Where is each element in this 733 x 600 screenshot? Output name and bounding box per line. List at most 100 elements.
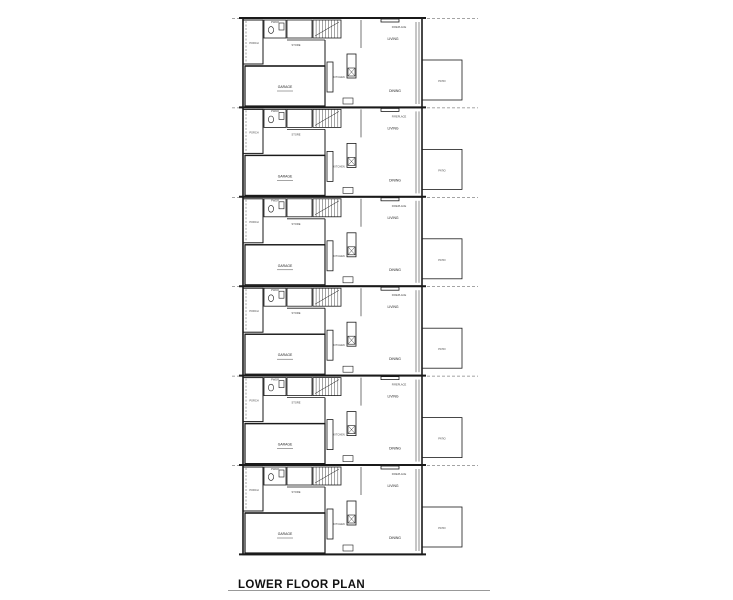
- entry-closet: [286, 109, 313, 128]
- kitchen-label: KITCHEN: [333, 164, 345, 168]
- sink-fixture: [342, 455, 354, 462]
- kitchen-counter: [326, 508, 334, 540]
- stair-run: [312, 109, 342, 128]
- porch-area: [242, 198, 264, 244]
- kitchen-counter: [326, 240, 334, 272]
- sink-fixture: [342, 97, 354, 105]
- toilet-fixture: [268, 473, 274, 481]
- fireplace-label: FIREPLACE: [392, 383, 407, 387]
- range-fixture: [347, 246, 356, 256]
- unit-outer-wall: [242, 285, 423, 377]
- kitchen-island: [346, 232, 357, 258]
- patio-label: PATIO: [438, 258, 445, 262]
- entry-closet: [286, 198, 313, 218]
- title-underline: [228, 590, 490, 591]
- powder-room: [263, 198, 287, 218]
- patio: [421, 238, 463, 280]
- porch-label: PORCH: [249, 399, 258, 403]
- unit-outer-wall: [242, 374, 423, 466]
- unit-2: PORCHPWDRSTOREGARAGEKITCHENLIVINGFIREPLA…: [232, 106, 478, 198]
- range-fixture: [347, 335, 356, 345]
- fireplace-label: FIREPLACE: [392, 204, 407, 208]
- range-fixture: [347, 425, 356, 434]
- fireplace-label: FIREPLACE: [392, 114, 407, 118]
- vanity-fixture: [278, 290, 285, 299]
- dining-label: DINING: [389, 89, 401, 93]
- living-label: LIVING: [387, 216, 398, 220]
- toilet-fixture: [268, 294, 274, 302]
- unit-6: PORCHPWDRSTOREGARAGEKITCHENLIVINGFIREPLA…: [232, 464, 478, 556]
- vanity-fixture: [278, 22, 285, 31]
- stair-arrow: [314, 200, 340, 216]
- dining-label: DINING: [389, 178, 401, 182]
- unit-1: PORCHPWDRSTOREGARAGEKITCHENLIVINGFIREPLA…: [232, 17, 478, 109]
- unit-outer-wall: [242, 17, 423, 109]
- porch-label: PORCH: [249, 220, 258, 224]
- living-label: LIVING: [387, 305, 398, 309]
- patio-label: PATIO: [438, 79, 445, 83]
- range-x: [347, 514, 356, 524]
- porch-area: [242, 19, 264, 65]
- powder-room: [263, 377, 287, 397]
- stair-run: [312, 19, 342, 39]
- stair-run: [312, 466, 342, 486]
- vanity-fixture: [278, 469, 285, 478]
- storage-label: STORE: [292, 311, 301, 315]
- garage-label: GARAGE: [278, 85, 293, 89]
- kitchen-counter: [326, 150, 334, 182]
- dining-label: DINING: [389, 357, 401, 361]
- range-x: [347, 336, 356, 345]
- kitchen-label: KITCHEN: [333, 433, 345, 437]
- stair-run: [312, 198, 342, 218]
- stair-arrow: [314, 111, 340, 126]
- powder-room: [263, 19, 287, 39]
- patio: [421, 327, 463, 369]
- range-fixture: [347, 157, 356, 166]
- storage-label: STORE: [292, 401, 301, 405]
- kitchen-label: KITCHEN: [333, 343, 345, 347]
- powder-label: PWDR: [271, 20, 279, 24]
- patio: [421, 417, 463, 459]
- vanity-fixture: [278, 380, 285, 388]
- storage-label: STORE: [292, 132, 301, 136]
- storage-label: STORE: [292, 43, 301, 47]
- entry-closet: [286, 377, 313, 397]
- patio-label: PATIO: [438, 526, 445, 530]
- patio-label: PATIO: [438, 437, 445, 441]
- kitchen-island: [346, 500, 357, 526]
- vanity-fixture: [278, 112, 285, 120]
- range-x: [347, 157, 356, 166]
- porch-area: [242, 287, 264, 333]
- powder-room: [263, 466, 287, 486]
- patio: [421, 148, 463, 190]
- range-fixture: [347, 514, 356, 524]
- stair-run: [312, 377, 342, 397]
- powder-label: PWDR: [271, 199, 279, 203]
- storage-label: STORE: [292, 490, 301, 494]
- powder-label: PWDR: [271, 377, 279, 381]
- toilet-fixture: [268, 115, 274, 124]
- powder-label: PWDR: [271, 109, 279, 113]
- fireplace: [380, 376, 400, 381]
- range-fixture: [347, 67, 356, 77]
- kitchen-counter: [326, 61, 334, 93]
- living-label: LIVING: [387, 37, 398, 41]
- unit-outer-wall: [242, 464, 423, 556]
- kitchen-island: [346, 411, 357, 437]
- kitchen-label: KITCHEN: [333, 254, 345, 258]
- toilet-fixture: [268, 383, 274, 392]
- powder-room: [263, 109, 287, 128]
- dining-label: DINING: [389, 268, 401, 272]
- sink-fixture: [342, 544, 354, 552]
- fireplace: [380, 197, 400, 202]
- entry-closet: [286, 287, 313, 307]
- kitchen-label: KITCHEN: [333, 522, 345, 526]
- unit-outer-wall: [242, 106, 423, 198]
- dining-label: DINING: [389, 447, 401, 451]
- kitchen-counter: [326, 419, 334, 451]
- garage-label: GARAGE: [278, 443, 293, 447]
- kitchen-label: KITCHEN: [333, 75, 345, 79]
- unit-3: PORCHPWDRSTOREGARAGEKITCHENLIVINGFIREPLA…: [232, 195, 478, 288]
- living-label: LIVING: [387, 126, 398, 130]
